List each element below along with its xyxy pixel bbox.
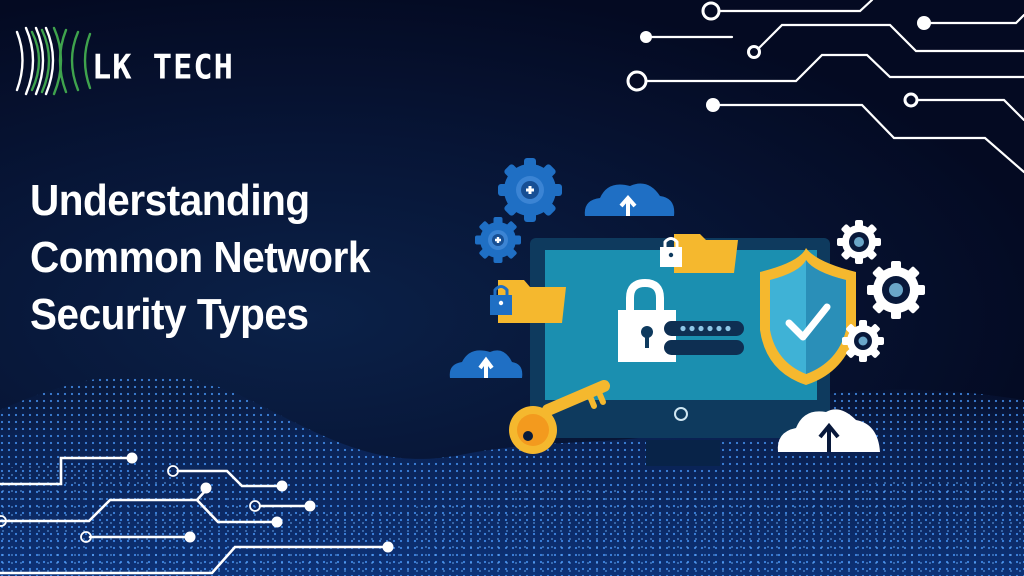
cloud-upload-icon: [584, 183, 675, 216]
gear-icon: [475, 217, 521, 263]
title-line-1: Understanding: [30, 176, 310, 225]
brand-name: LK TECH: [92, 47, 234, 87]
gear-icon: [867, 261, 925, 319]
brand-logo[interactable]: LK TECH: [12, 20, 252, 100]
key-icon: [509, 380, 610, 454]
gear-icon: [842, 320, 884, 362]
gear-icon: [837, 220, 881, 264]
password-field: [664, 321, 744, 355]
shield-check-icon: [760, 248, 856, 385]
folder-lock-icon: [660, 234, 738, 273]
title-line-3: Security Types: [30, 290, 309, 339]
cloud-upload-icon: [777, 409, 880, 452]
title-line-2: Common Network: [30, 233, 370, 282]
page-title: Understanding Common Network Security Ty…: [30, 172, 399, 343]
padlock-icon: [618, 278, 676, 362]
gear-icon: [498, 158, 562, 222]
cloud-upload-icon: [449, 350, 523, 378]
signal-waves-icon: [15, 26, 92, 96]
folder-lock-icon: [490, 280, 566, 323]
